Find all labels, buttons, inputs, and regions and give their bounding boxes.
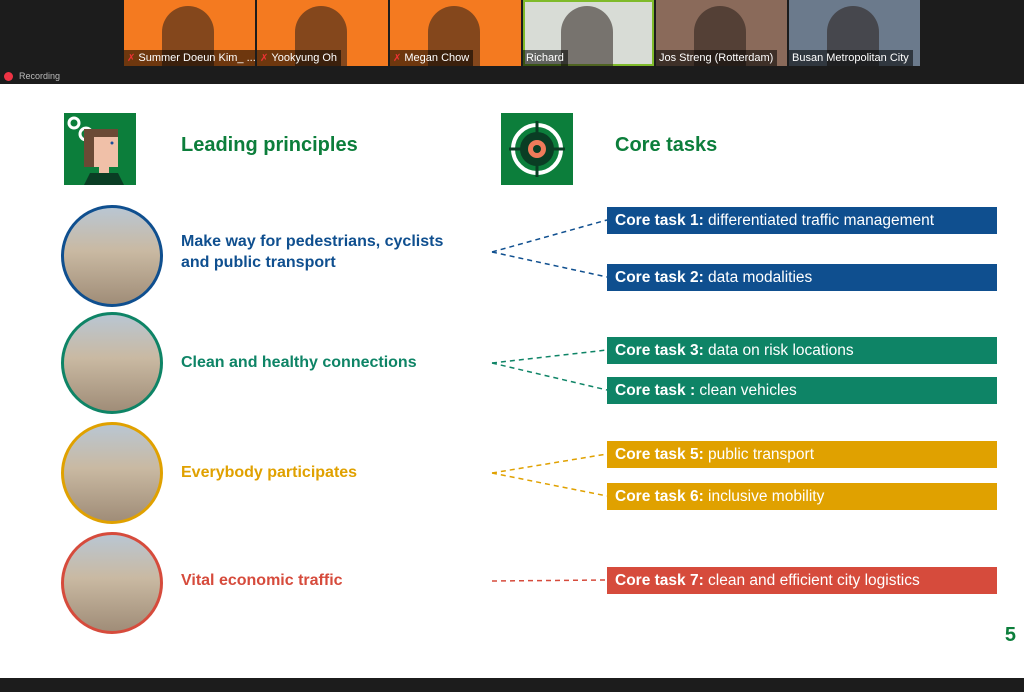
- core-task-text: data modalities: [703, 269, 813, 286]
- muted-mic-icon: ✗: [393, 53, 402, 64]
- principle-photo: [61, 422, 163, 524]
- connector-line: [491, 362, 608, 391]
- principle-photo: [61, 532, 163, 634]
- participant-tile[interactable]: ✗Megan Chow: [390, 0, 521, 66]
- participant-name: ✗Yookyung Oh: [257, 50, 342, 66]
- connector-line: [491, 472, 608, 497]
- principle-line: Make way for pedestrians, cyclists: [181, 233, 444, 250]
- participant-video: [561, 6, 613, 66]
- person-gears-icon: [64, 113, 136, 185]
- core-task-bar: Core task 3: data on risk locations: [607, 337, 997, 364]
- connector-line: [491, 219, 608, 253]
- core-task-text: clean vehicles: [695, 382, 797, 399]
- core-task-label: Core task 1:: [615, 212, 704, 229]
- page-number: 5: [1004, 624, 1016, 646]
- participant-name: Jos Streng (Rotterdam): [656, 50, 778, 66]
- connector-lines: [491, 219, 608, 582]
- participant-tile[interactable]: Busan Metropolitan City: [789, 0, 920, 66]
- connector-line: [491, 349, 608, 364]
- participant-name: ✗Megan Chow: [390, 50, 474, 66]
- principle-photo: [61, 205, 163, 307]
- target-icon: [501, 113, 573, 185]
- principle-text: Everybody participates: [181, 462, 357, 483]
- core-task-text: inclusive mobility: [703, 488, 825, 505]
- presentation-slide: Leading principles Core tasks Make way f…: [0, 84, 1024, 678]
- core-task-text: differentiated traffic management: [703, 212, 935, 229]
- participant-tile[interactable]: ✗Summer Doeun Kim_ ...: [124, 0, 255, 66]
- core-tasks-heading: Core tasks: [615, 134, 718, 156]
- core-task-text: clean and efficient city logistics: [703, 572, 920, 589]
- muted-mic-icon: ✗: [127, 53, 136, 64]
- muted-mic-icon: ✗: [260, 53, 269, 64]
- participant-tile[interactable]: ✗Yookyung Oh: [257, 0, 388, 66]
- principle-text: Make way for pedestrians, cyclists and pu…: [181, 231, 443, 273]
- leading-principles-heading: Leading principles: [181, 134, 358, 156]
- core-task-label: Core task 3:: [615, 342, 704, 359]
- connector-line: [491, 453, 608, 474]
- core-task-label: Core task 2:: [615, 269, 704, 286]
- principle-line: Everybody participates: [181, 464, 358, 481]
- core-task-label: Core task :: [615, 382, 696, 399]
- core-task-bar: Core task : clean vehicles: [607, 377, 997, 404]
- core-task-text: public transport: [703, 446, 815, 463]
- principle-line: and public transport: [181, 254, 336, 271]
- recording-dot-icon: [4, 72, 13, 82]
- principle-line: Vital economic traffic: [181, 572, 343, 589]
- recording-indicator: Recording: [4, 70, 60, 82]
- principle-line: Clean and healthy connections: [181, 354, 417, 371]
- participant-tile[interactable]: Jos Streng (Rotterdam): [656, 0, 787, 66]
- participant-name: Richard: [523, 50, 568, 66]
- core-task-label: Core task 6:: [615, 488, 704, 505]
- core-task-label: Core task 7:: [615, 572, 704, 589]
- connector-line: [491, 251, 608, 278]
- principle-text: Vital economic traffic: [181, 570, 343, 591]
- core-task-bar: Core task 1: differentiated traffic mana…: [607, 207, 997, 234]
- video-strip: ✗Summer Doeun Kim_ ...✗Yookyung Oh ✗Megan…: [0, 0, 1024, 84]
- bottom-bar: [0, 678, 1024, 692]
- core-task-bar: Core task 2: data modalities: [607, 264, 997, 291]
- participant-name: Busan Metropolitan City: [789, 50, 913, 66]
- core-task-bar: Core task 5: public transport: [607, 441, 997, 468]
- core-task-text: data on risk locations: [703, 342, 854, 359]
- participant-tile[interactable]: Richard: [523, 0, 654, 66]
- principle-photo: [61, 312, 163, 414]
- core-task-bar: Core task 6: inclusive mobility: [607, 483, 997, 510]
- participant-name: ✗Summer Doeun Kim_ ...: [124, 50, 255, 66]
- principle-text: Clean and healthy connections: [181, 352, 417, 373]
- connector-line: [491, 579, 608, 582]
- core-task-label: Core task 5:: [615, 446, 704, 463]
- core-task-bar: Core task 7: clean and efficient city lo…: [607, 567, 997, 594]
